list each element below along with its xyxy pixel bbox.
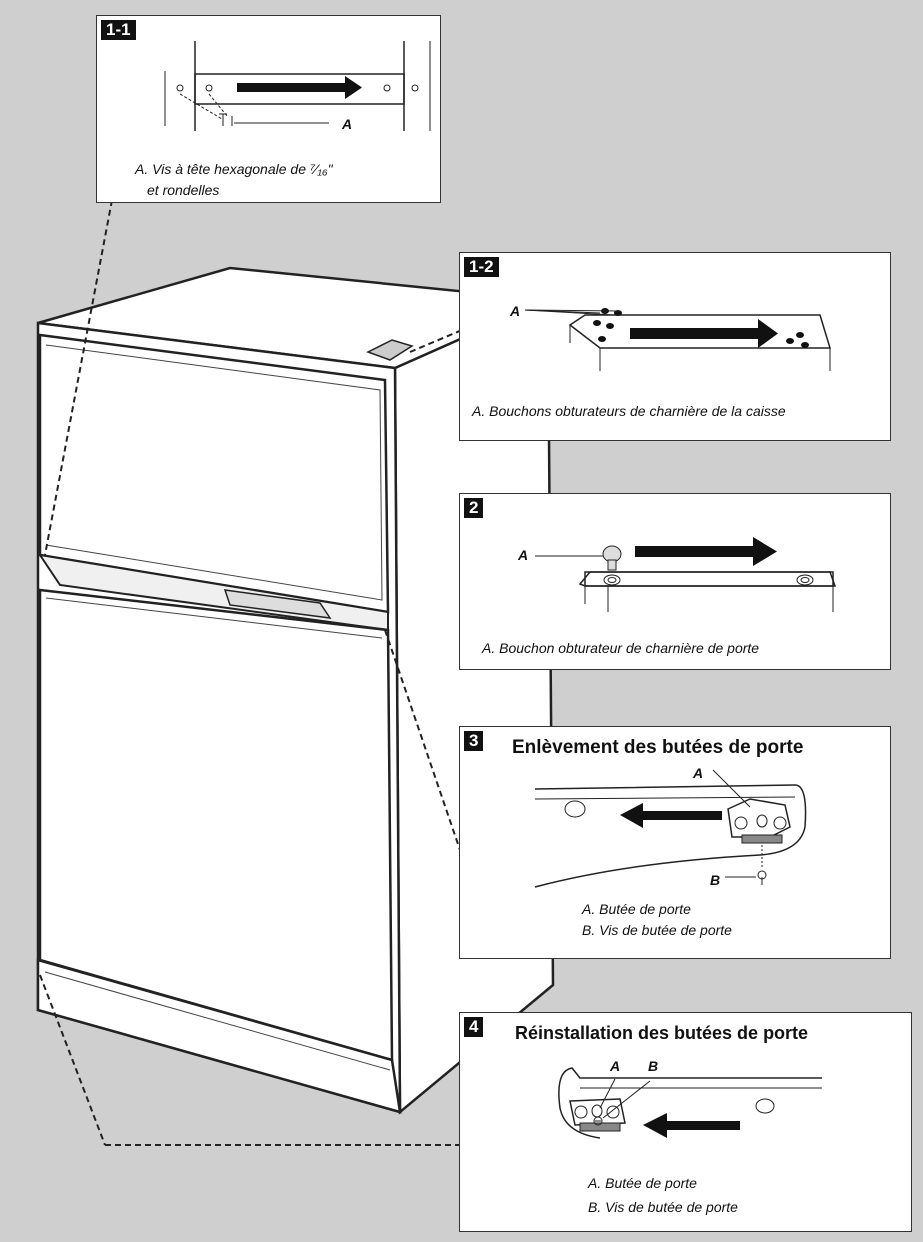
cabinet-hinge-plugs-diagram [524,308,832,371]
label-a: A [342,116,353,132]
caption: A. Bouchon obturateur de charnière de po… [482,640,760,656]
arrow-icon [643,1113,740,1138]
label-a: A [610,1058,621,1074]
arrow-icon [620,803,722,828]
caption-b: B. Vis de butée de porte [588,1199,738,1215]
door-stop-removal-diagram [534,769,807,888]
caption-a: A. Butée de porte [588,1175,697,1191]
door-stop-reinstall-diagram [558,1067,822,1139]
panel-heading: Réinstallation des butées de porte [515,1023,809,1043]
panel-2: 2 A A. Bouchon obturateur de charnière d… [459,493,891,670]
caption-line-1: A. Vis à tête hexagonale de ⁷⁄₁₆" [135,161,333,177]
screw-icon [757,870,767,885]
step-badge-4: 4 [464,1017,484,1037]
door-stop [727,798,791,844]
screw-icon [593,1116,603,1126]
door-hinge-plug-diagram [535,537,837,612]
caption-a: A. Butée de porte [582,901,691,917]
label-a: A [693,765,704,781]
step-badge-1-1: 1-1 [101,20,136,40]
step-badge-1-2: 1-2 [464,257,499,277]
door-stop [569,1098,626,1132]
caption-line-2: et rondelles [147,182,220,198]
step-badge-2: 2 [464,498,484,518]
panel-heading: Enlèvement des butées de porte [512,737,804,758]
screw-icon [179,93,233,126]
arrow-icon [237,76,362,99]
caption: A. Bouchons obturateurs de charnière de … [472,403,786,419]
label-b: B [710,872,721,888]
panel-1-1: 1-1 A A. Vis à tête hexagonale de ⁷⁄₁₆" … [96,15,441,203]
top-hinge [366,339,414,361]
panel-4: 4 Réinstallation des butées de porte A B… [459,1012,912,1232]
step-badge-3: 3 [464,731,484,751]
caption-b: B. Vis de butée de porte [582,922,732,938]
label-a: A [510,303,521,319]
hinge-screws-diagram [164,41,431,131]
arrow-icon [630,319,778,348]
plug-icon [602,545,622,571]
label-b: B [648,1058,659,1074]
arrow-icon [635,537,777,566]
label-a: A [518,547,529,563]
panel-1-2: 1-2 A A. Bouchons obturateurs de charniè… [459,252,891,441]
leader-lines [39,199,463,1146]
toe-grille [36,958,402,1114]
panel-3: 3 Enlèvement des butées de porte A B A. … [459,726,891,959]
